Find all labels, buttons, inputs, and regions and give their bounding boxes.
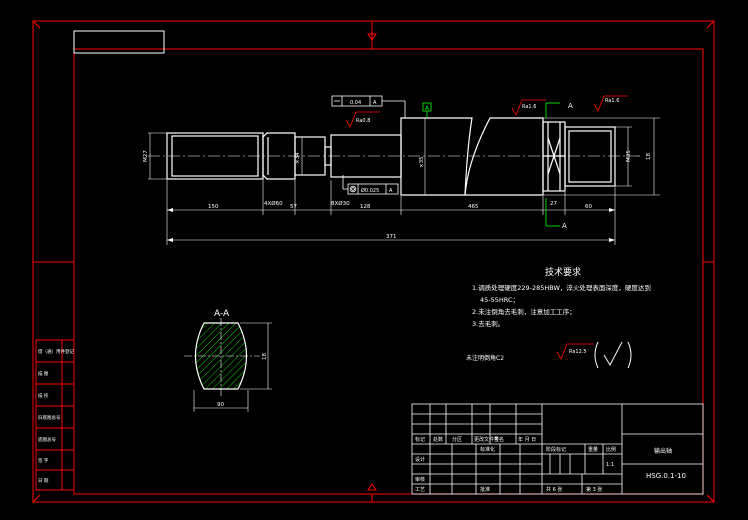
dim-seg-8: 60: [585, 204, 592, 210]
roughness-symbols: [345, 95, 628, 360]
section-dims: [193, 322, 272, 412]
tech-item-3: 2.未注倒角去毛刺，注意加工工序；: [472, 307, 576, 316]
tb-row-design: 设计: [415, 456, 425, 463]
gdt-flatness: [331, 95, 406, 118]
tech-items: 1.调质处理硬度229-285HBW，淬火处理表面深度，硬度达到 45-55HR…: [472, 283, 651, 328]
dim-seg-5: 128: [360, 204, 371, 210]
roughness-r3: Ra1.6: [605, 98, 619, 104]
side-table: [35, 339, 75, 491]
tb-col-header-3: 分区: [452, 436, 462, 443]
tb-col-header-2: 处数: [433, 436, 443, 443]
dimension-lines: [148, 117, 660, 245]
tb-sheet-no: 第 3 张: [586, 486, 602, 493]
roughness-r2: Ra1.6: [522, 104, 536, 110]
dim-seg-1: 150: [208, 204, 219, 210]
tb-scale: 1:1: [606, 462, 614, 468]
roughness-general: Ra12.5: [569, 349, 587, 355]
dim-right-height: 18: [646, 153, 652, 160]
gdt-runout: [342, 175, 399, 195]
dimension-arrows: [167, 208, 615, 242]
side-table-label: 签 字: [38, 457, 49, 464]
tb-std-label: 标准化: [480, 446, 495, 453]
side-table-label: 日 期: [38, 478, 49, 484]
tb-sheet-total: 共 6 张: [546, 486, 562, 493]
dim-seg-7: 27: [550, 201, 557, 207]
gdt-flatness-value: 0.04: [350, 100, 361, 106]
tb-weight-label: 重量: [588, 446, 598, 453]
tech-item-1: 1.调质处理硬度229-285HBW，淬火处理表面深度，硬度达到: [472, 283, 651, 292]
section-width: 90: [217, 402, 224, 408]
tb-drawing-no: HSG.0.1-10: [646, 472, 686, 480]
title-block-texts: 标记 处数 分区 更改文件号 签名 年 月 日 设计 审核 工艺 标准化 批准 …: [415, 436, 616, 493]
tech-item-4: 3.去毛刺。: [472, 319, 504, 328]
side-table-label: 旧底图总号: [38, 414, 61, 421]
dim-seg-6: 465: [468, 204, 479, 210]
section-cut-label-top: A: [568, 102, 573, 110]
tb-col-header-5: 签名: [494, 436, 504, 443]
tb-row-process: 工艺: [415, 487, 425, 493]
section-label: A-A: [214, 309, 230, 319]
side-table-label: 描 校: [38, 392, 49, 399]
tb-row-review: 审核: [415, 476, 425, 483]
side-table-label: 描 图: [38, 370, 49, 377]
tb-part-name: 输出轴: [654, 447, 672, 455]
dim-groove: ×34: [295, 152, 301, 164]
gdt-runout-datum: A: [389, 188, 393, 194]
side-table-label: 底图总号: [38, 436, 56, 443]
dimension-texts: 150 4XØ60 57 8XØ30 128 465 27 60 371 M27…: [143, 150, 652, 240]
roughness-r1: Ra0.8: [356, 118, 370, 124]
centering-arrow-bottom: [367, 483, 377, 491]
gdt-flatness-datum: A: [373, 100, 377, 106]
title-block: [411, 403, 704, 495]
dim-seg-3: 57: [290, 204, 297, 210]
general-chamfer-note: 未注明倒角C2: [466, 354, 504, 362]
tb-approve-label: 批准: [480, 486, 490, 493]
dim-seg-2: 4XØ60: [264, 200, 283, 207]
sheet-border: [32, 20, 715, 503]
dim-seg-4: 8XØ30: [331, 200, 350, 207]
section-cut-marks: [545, 102, 560, 227]
tb-stage-label: 阶段标记: [546, 446, 566, 453]
tb-col-header-1: 标记: [415, 436, 425, 443]
centering-arrow-top: [367, 33, 377, 41]
datum-a-letter: A: [425, 105, 430, 112]
side-table-label: 借（通）用件登记: [38, 348, 74, 355]
tb-col-header-6: 年 月 日: [518, 436, 536, 443]
tb-scale-label: 比例: [606, 446, 616, 453]
dim-left-thread: M27: [143, 150, 149, 162]
roughness-general-check: [594, 341, 632, 369]
drawing-number-box: [73, 30, 165, 54]
datum-a-symbol: [422, 102, 432, 118]
section-centerlines: [184, 318, 260, 396]
dim-right-end: M35: [626, 150, 632, 162]
roughness-texts: Ra0.8 Ra1.6 Ra1.6 Ra12.5: [356, 98, 619, 355]
section-cut-label-bottom: A: [562, 222, 567, 230]
dim-overall: 371: [386, 234, 397, 240]
tb-col-header-4: 更改文件号: [474, 436, 499, 443]
tech-item-2: 45-55HRC；: [480, 296, 519, 304]
gdt-runout-value: Ø0.025: [361, 187, 379, 194]
section-height: 18: [262, 353, 268, 360]
dim-shaft: ×35: [419, 156, 425, 168]
tech-title: 技术要求: [545, 266, 581, 278]
